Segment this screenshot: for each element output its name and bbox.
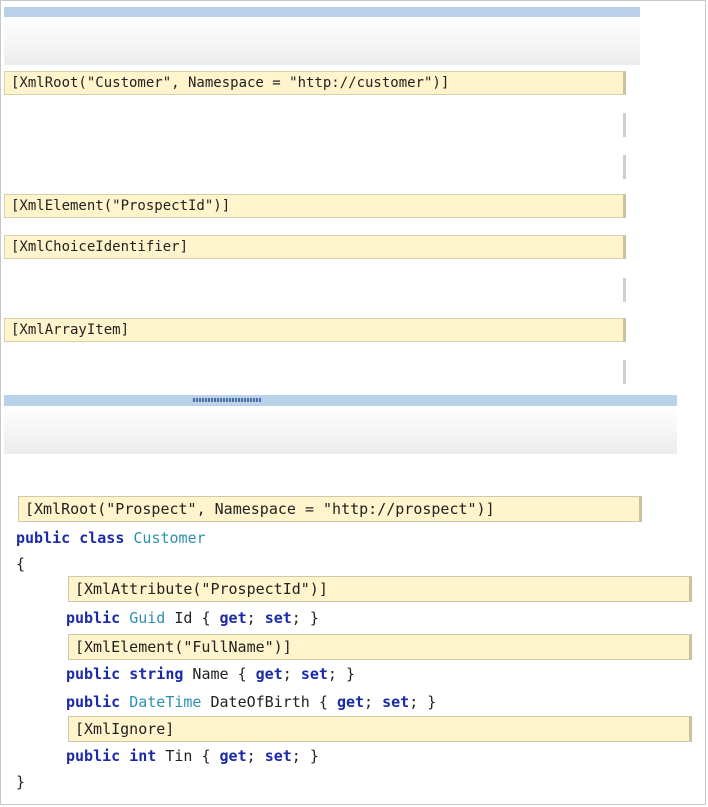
splitter-bar[interactable] xyxy=(4,395,677,406)
answer-slot-2[interactable] xyxy=(4,113,626,137)
answer-slot-8[interactable] xyxy=(4,360,626,384)
keyword: get xyxy=(219,747,247,765)
keyword: class xyxy=(79,529,125,547)
answer-area: [XmlRoot("Customer", Namespace = "http:/… xyxy=(4,66,629,384)
type-name: Guid xyxy=(129,609,166,627)
answer-slot-6[interactable] xyxy=(4,278,626,302)
answer-slot-1[interactable]: [XmlRoot("Customer", Namespace = "http:/… xyxy=(4,71,626,95)
slot-name-attribute[interactable]: [XmlElement("FullName")] xyxy=(68,634,692,660)
keyword: set xyxy=(300,665,328,683)
dob-property: public DateTime DateOfBirth { get; set; … xyxy=(66,693,437,711)
slot-root-attribute[interactable]: [XmlRoot("Prospect", Namespace = "http:/… xyxy=(18,496,642,522)
keyword: public xyxy=(16,529,71,547)
keyword: set xyxy=(264,747,292,765)
keyword: public xyxy=(66,609,121,627)
identifier: Name { xyxy=(183,665,256,683)
identifier: Id { xyxy=(165,609,220,627)
keyword: set xyxy=(264,609,292,627)
keyword: int xyxy=(129,747,157,765)
type-name: DateTime xyxy=(129,693,202,711)
splitter-grip-icon[interactable] xyxy=(193,398,261,402)
keyword: public xyxy=(66,665,121,683)
answer-slot-7[interactable]: [XmlArrayItem] xyxy=(4,318,626,342)
keyword: set xyxy=(382,693,410,711)
answer-slot-3[interactable] xyxy=(4,155,626,179)
bottom-toolbar xyxy=(4,406,677,454)
slot-tin-attribute[interactable]: [XmlIgnore] xyxy=(68,716,692,742)
slot-id-attribute[interactable]: [XmlAttribute("ProspectId")] xyxy=(68,576,692,602)
class-declaration: public class Customer xyxy=(16,526,206,550)
keyword: public xyxy=(66,693,121,711)
open-brace: { xyxy=(16,555,26,573)
top-header-bar xyxy=(4,7,640,17)
top-toolbar xyxy=(4,17,640,65)
identifier: DateOfBirth { xyxy=(201,693,337,711)
close-brace: } xyxy=(16,773,26,791)
keyword: get xyxy=(219,609,247,627)
keyword: public xyxy=(66,747,121,765)
id-property: public Guid Id { get; set; } xyxy=(66,609,319,627)
name-property: public string Name { get; set; } xyxy=(66,665,355,683)
answer-slot-5[interactable]: [XmlChoiceIdentifier] xyxy=(4,235,626,259)
keyword: get xyxy=(336,693,365,711)
answer-slot-4[interactable]: [XmlElement("ProspectId")] xyxy=(4,194,626,218)
identifier: Tin { xyxy=(156,747,220,765)
type-name: Customer xyxy=(133,529,206,547)
keyword: get xyxy=(255,665,283,683)
keyword: string xyxy=(129,665,184,683)
tin-property: public int Tin { get; set; } xyxy=(66,747,319,765)
